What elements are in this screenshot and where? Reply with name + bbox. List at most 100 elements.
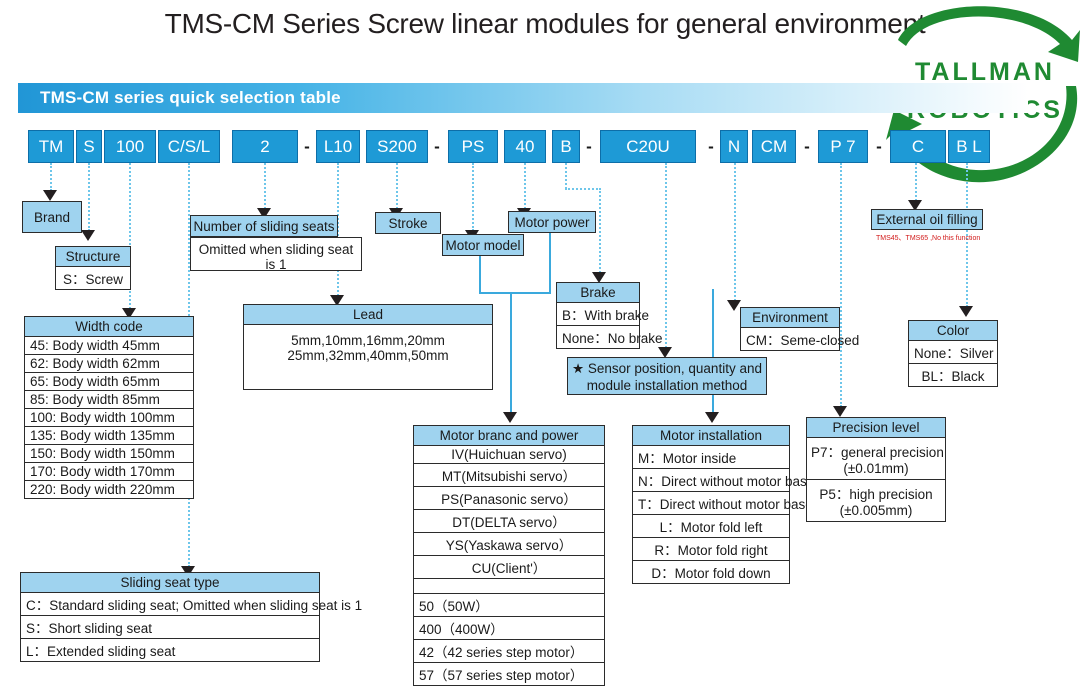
table-row: DT(DELTA servo） [414,510,604,533]
table-row-spacer [414,579,604,594]
structure-header: Structure [56,247,130,267]
table-row: 135: Body width 135mm [25,427,193,445]
external-oil-filling-label: External oil filling [876,212,978,227]
motor-power-box[interactable]: Motor power [508,211,596,233]
precision-p5-line-1: P5：high precision [819,487,933,502]
sliding-seat-type-table[interactable]: Sliding seat type C：Standard sliding sea… [20,572,362,662]
table-row: 150: Body width 150mm [25,445,193,463]
color-table[interactable]: Color None：Silver BL：Black [908,320,998,387]
brake-table[interactable]: Brake B：With brake None：No brake [556,282,663,349]
motor-installation-header: Motor installation [633,426,789,446]
sliding-seat-type-header: Sliding seat type [21,573,319,593]
table-row: 100: Body width 100mm [25,409,193,427]
connector-motor-install [734,163,736,301]
arrow-lead [330,295,344,306]
banner-title: TMS-CM series quick selection table [40,88,341,107]
code-segment[interactable]: C20U [600,130,696,163]
bracket-motor-stem [510,292,512,414]
code-segment[interactable]: PS [448,130,498,163]
code-segment[interactable]: B [552,130,580,163]
structure-row: S：Screw [62,272,123,287]
precision-p7-line-1: P7：general precision [811,445,944,460]
arrow-motor-brand [503,412,517,423]
connector-brand [50,163,52,191]
motor-installation-table[interactable]: Motor installation M：Motor inside N：Dire… [632,425,814,584]
table-row: PS(Panasonic servo） [414,487,604,510]
sensor-note-line-1: ★ Sensor position, quantity and [572,361,762,376]
table-row: 57（57 series step motor） [419,668,584,683]
brake-header: Brake [557,283,639,303]
table-row: P7：general precision (±0.01mm) [807,438,945,480]
connector-brake-horizontal [565,188,601,190]
arrow-width-code [122,308,136,319]
table-row: 42（42 series step motor） [414,640,604,663]
code-separator: - [876,136,882,156]
table-row: R：Motor fold right [633,538,789,561]
table-row: CM：Seme-closed [746,333,860,348]
code-segment[interactable]: L10 [316,130,360,163]
precision-level-header: Precision level [807,418,945,438]
code-segment[interactable]: P 7 [818,130,868,163]
code-segment[interactable]: 100 [104,130,156,163]
motor-brand-power-header: Motor branc and power [414,426,604,446]
lead-line-1: 5mm,10mm,16mm,20mm [291,333,445,348]
motor-model-box[interactable]: Motor model [442,234,524,256]
table-row: None：Silver [909,341,997,364]
number-of-sliding-seats-note: Omitted when sliding seat is 1 [198,242,354,272]
logo-text-tallman: TALLMAN [915,58,1055,86]
motor-brand-power-table[interactable]: Motor branc and power IV(Huichuan servo)… [413,425,605,686]
code-segment[interactable]: C [890,130,946,163]
stroke-box[interactable]: Stroke [375,212,441,234]
precision-p5-line-2: (±0.005mm) [839,503,913,518]
brand-box[interactable]: Brand [22,201,82,233]
code-segment[interactable]: S200 [366,130,428,163]
table-row: S：Short sliding seat [21,616,319,639]
sensor-note-box[interactable]: ★ Sensor position, quantity and module i… [567,357,767,395]
code-segment[interactable]: S [76,130,102,163]
connector-motor-model [472,163,474,231]
table-row: B：With brake [557,303,649,326]
table-row: MT(Mitsubishi servo） [414,464,604,487]
code-separator: - [434,136,440,156]
table-row: 400（400W） [414,617,604,640]
environment-table[interactable]: Environment CM：Seme-closed [740,307,860,351]
stroke-label: Stroke [388,215,428,231]
precision-level-table[interactable]: Precision level P7：general precision (±0… [806,417,946,522]
connector-stroke [396,163,398,209]
table-row: BL：Black [921,369,985,384]
code-segment[interactable]: TM [28,130,74,163]
width-code-table[interactable]: Width code 45: Body width 45mm 62: Body … [24,316,194,499]
table-row: T：Direct without motor base [633,492,813,515]
bracket-motor-power-right [549,228,551,293]
number-of-sliding-seats-header[interactable]: Number of sliding seats [190,215,338,237]
connector-width-code [129,163,131,309]
lead-header: Lead [244,305,492,325]
structure-table[interactable]: Structure S：Screw [55,246,131,290]
width-code-header: Width code [25,317,193,337]
number-of-sliding-seats-label: Number of sliding seats [193,218,335,234]
page-title: TMS-CM Series Screw linear modules for g… [164,8,926,39]
code-segment[interactable]: B L [948,130,990,163]
code-segment[interactable]: CM [752,130,796,163]
code-segment[interactable]: C/S/L [158,130,220,163]
lead-line-2: 25mm,32mm,40mm,50mm [287,348,449,363]
motor-power-label: Motor power [514,214,590,230]
arrow-motor-install [727,300,741,311]
code-segment[interactable]: 40 [504,130,546,163]
arrow-brand [43,190,57,201]
bracket-sensor-stem [712,387,714,414]
connector-sensor [665,163,667,348]
code-segment[interactable]: 2 [232,130,298,163]
code-segment[interactable]: N [720,130,748,163]
table-row: 50（50W） [414,594,604,617]
table-row: N：Direct without motor base [633,469,814,492]
connector-color [966,163,968,307]
connector-motor-power [524,163,526,209]
lead-table[interactable]: Lead 5mm,10mm,16mm,20mm 25mm,32mm,40mm,5… [243,304,493,390]
connector-lead [337,163,339,296]
arrow-precision [833,406,847,417]
number-of-sliding-seats-note-box: Omitted when sliding seat is 1 [190,237,362,272]
arrow-seat-count [257,208,271,219]
connector-structure [88,163,90,231]
external-oil-filling-box[interactable]: External oil filling [871,209,983,230]
